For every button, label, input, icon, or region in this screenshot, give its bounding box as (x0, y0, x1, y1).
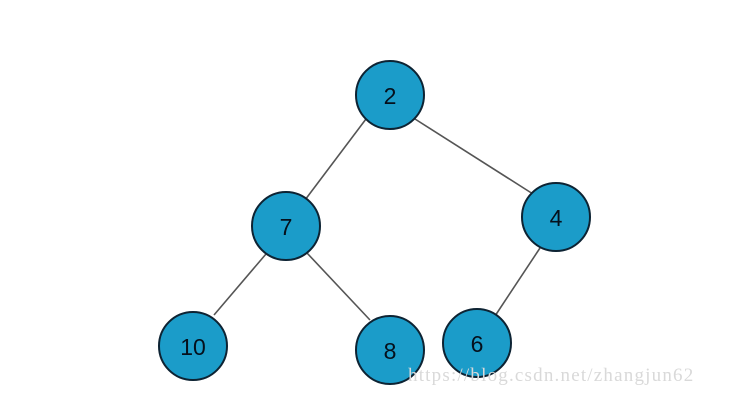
edges-group (213, 118, 541, 321)
tree-edge-n2-n7 (304, 118, 367, 201)
node-circle-10[interactable] (158, 311, 228, 381)
node-label-7: 7 (280, 214, 293, 240)
tree-edge-n7-n8 (306, 252, 371, 321)
node-label-4: 4 (550, 205, 563, 231)
node-label-8: 8 (384, 338, 397, 364)
node-label-6: 6 (471, 331, 484, 357)
tree-node-10[interactable]: 10 (158, 311, 228, 381)
tree-edge-n4-n6 (494, 247, 541, 317)
node-circle-4[interactable] (521, 182, 591, 252)
watermark-text: https://blog.csdn.net/zhangjun62 (408, 365, 695, 386)
tree-edge-n7-n10 (213, 253, 267, 316)
tree-node-8[interactable]: 8 (355, 315, 425, 385)
node-circle-8[interactable] (355, 315, 425, 385)
tree-node-6[interactable]: 6 (442, 308, 512, 378)
tree-node-4[interactable]: 4 (521, 182, 591, 252)
node-label-2: 2 (384, 83, 397, 109)
node-circle-7[interactable] (251, 191, 321, 261)
nodes-group: 2 7 4 10 8 6 (158, 60, 591, 385)
node-circle-6[interactable] (442, 308, 512, 378)
node-label-10: 10 (180, 334, 206, 360)
tree-node-2[interactable]: 2 (355, 60, 425, 130)
tree-edge-n2-n4 (414, 118, 534, 195)
node-circle-2[interactable] (355, 60, 425, 130)
tree-node-7[interactable]: 7 (251, 191, 321, 261)
